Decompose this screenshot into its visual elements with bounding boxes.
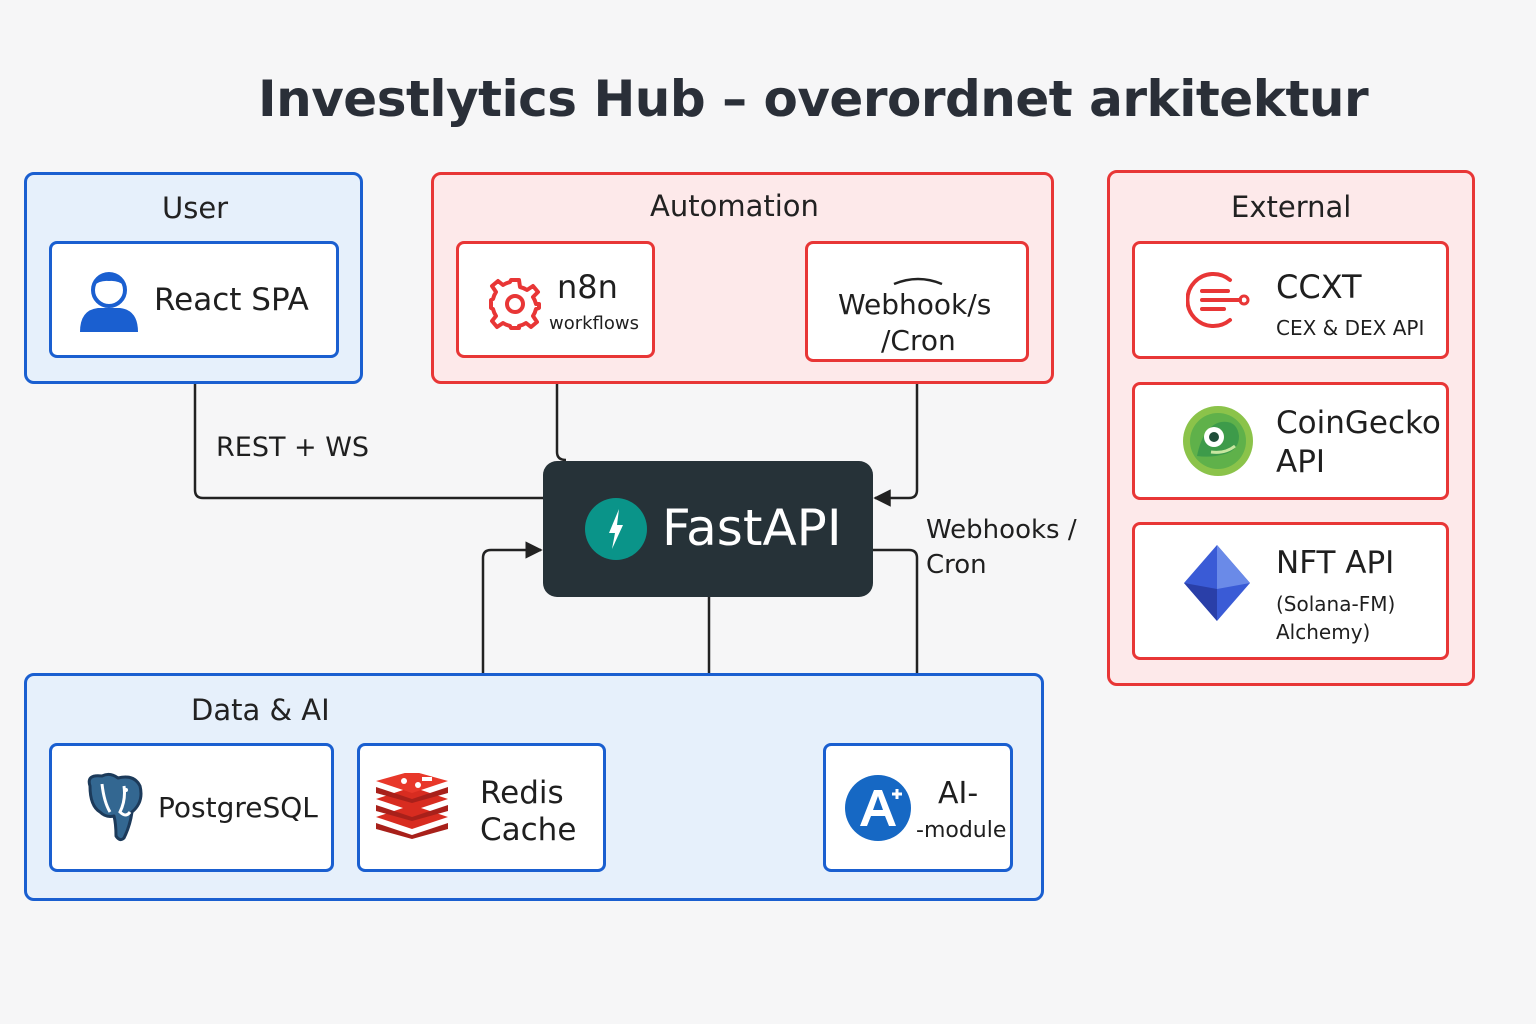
user-icon (80, 272, 138, 332)
arc-icon (893, 277, 943, 286)
ai-module-label-1: AI- (938, 776, 979, 811)
group-label-user: User (162, 191, 229, 225)
nft-api-label: NFT API (1276, 545, 1395, 581)
n8n-sublabel: workflows (549, 313, 640, 334)
group-label-data-ai: Data & AI (191, 693, 330, 727)
diamond-icon (1184, 545, 1250, 621)
postgresql-elephant-icon (87, 772, 143, 842)
group-label-external: External (1231, 190, 1352, 224)
node-coingecko[interactable] (1132, 382, 1449, 500)
webhooks-cron-label-1: Webhook/s (838, 288, 992, 321)
ccxt-label: CCXT (1276, 268, 1362, 306)
gear-icon (489, 278, 541, 330)
ccxt-logo-icon (1186, 272, 1250, 328)
webhooks-cron-label-2: /Cron (881, 324, 956, 357)
react-spa-label: React SPA (154, 282, 309, 318)
node-webhooks-cron[interactable] (805, 241, 1029, 362)
redis-label-1: Redis (480, 775, 564, 811)
edge-webhooks-to-fastapi (873, 362, 919, 507)
redis-stack-icon (376, 773, 448, 839)
node-ccxt[interactable] (1132, 241, 1449, 359)
coingecko-logo-icon (1183, 406, 1253, 476)
ai-plus-icon (845, 775, 911, 841)
node-redis-cache[interactable] (357, 743, 606, 872)
fastapi-label: FastAPI (662, 499, 842, 557)
n8n-label: n8n (557, 268, 618, 306)
group-label-automation: Automation (650, 189, 819, 223)
coingecko-label-2: API (1276, 444, 1326, 480)
redis-label-2: Cache (480, 812, 577, 848)
edge-n8n-to-fastapi (555, 358, 567, 462)
edge-react-to-fastapi (193, 358, 543, 500)
node-n8n[interactable] (456, 241, 655, 358)
postgresql-label: PostgreSQL (158, 791, 318, 824)
edge-label-webhooks-cron-2: Cron (926, 550, 987, 580)
coingecko-label-1: CoinGecko (1276, 405, 1441, 441)
edge-label-webhooks-cron: Webhooks / (926, 515, 1077, 545)
edge-label-rest-ws: REST + WS (216, 432, 370, 463)
ccxt-sublabel: CEX & DEX API (1276, 316, 1425, 340)
ai-module-label-2: -module (916, 818, 1007, 843)
node-nft-api[interactable] (1132, 522, 1449, 660)
page-title: Investlytics Hub – overordnet arkitektur (258, 70, 1369, 128)
nft-api-sublabel-1: (Solana-FM) (1276, 592, 1396, 616)
edge-fastapi-to-ai-module (873, 548, 926, 742)
fastapi-logo-icon (585, 498, 647, 560)
edge-redis-to-fastapi (481, 541, 543, 743)
nft-api-sublabel-2: Alchemy) (1276, 620, 1371, 644)
